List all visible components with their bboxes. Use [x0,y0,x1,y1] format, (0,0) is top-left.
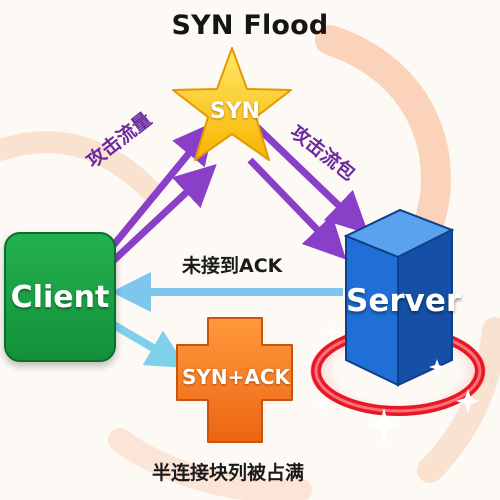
sparkle-icons [315,323,480,444]
no-ack-label: 未接到ACK [182,255,283,277]
attack-arrow-2 [109,164,217,265]
attack-arrow-3 [253,123,369,235]
attack-arrow-4 [247,157,347,260]
half-open-full-label: 半连接块列被占满 [152,462,305,484]
syn-ack-cross-icon [176,317,293,443]
server-label: Server [346,283,462,319]
background-swirls [0,25,500,500]
client-label: Client [10,279,110,315]
client-node: Client [4,232,116,362]
syn-label: SYN [209,99,261,124]
attack-arrow-1 [109,121,216,250]
diagram-title: SYN Flood [171,10,329,41]
server-cube [343,208,455,387]
syn-ack-arrow [111,321,188,369]
syn-ack-label: SYN+ACK [181,365,291,389]
syn-star-icon [172,47,292,161]
